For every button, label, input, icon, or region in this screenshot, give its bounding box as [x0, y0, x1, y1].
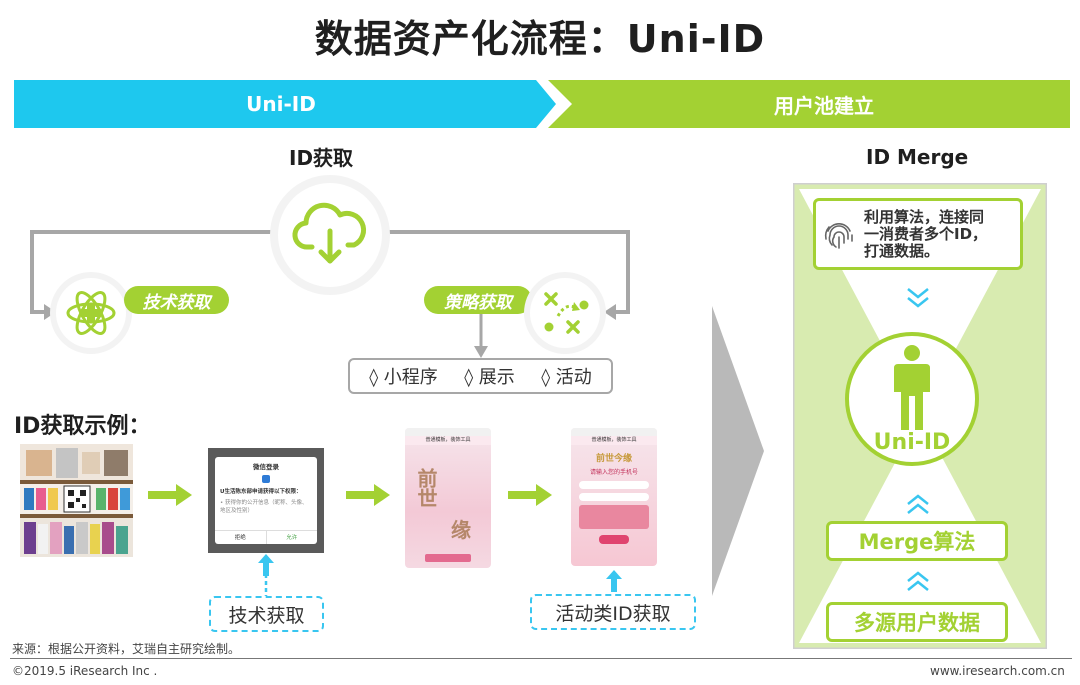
arrow-right-icon [346, 484, 390, 506]
form-field [579, 493, 649, 501]
form-subtitle: 请输入您的手机号 [589, 469, 638, 476]
id-acquire-heading: ID获取 [289, 146, 354, 170]
merge-description: 利用算法，连接同 一消费者多个ID， 打通数据。 [864, 207, 988, 260]
connector-right-arrowhead [604, 304, 616, 320]
dash-connector [264, 574, 268, 600]
app-logo-icon [262, 475, 270, 483]
login-dialog: 微信登录 U生活陈东部申请获得以下权限： • 获得你的公开信息（昵称、头像、地区… [215, 457, 317, 544]
connector-left [30, 230, 272, 314]
source-note: 来源：根据公开资料，艾瑞自主研究绘制。 [12, 642, 241, 656]
campaign-form-screenshot: 普通模板，装饰工具 前世今缘 请输入您的手机号 [571, 428, 657, 566]
footer-divider [10, 658, 1072, 659]
form-title: 前世今缘 [595, 454, 632, 464]
strategy-acquire-circle [524, 272, 606, 354]
campaign-poster-screenshot: 普通模板，装饰工具 前世 缘 [405, 428, 491, 568]
arrow-right-icon [148, 484, 192, 506]
allow-button: 允许 [286, 535, 298, 541]
examples-heading: ID获取示例： [14, 414, 151, 439]
person-icon [894, 345, 930, 430]
login-dialog-actions: 拒绝 允许 [215, 530, 317, 544]
banner-user-pool: 用户池建立 [548, 80, 1070, 128]
arrow-up-icon [606, 570, 622, 592]
phone-status-bar [571, 428, 657, 436]
login-dialog-bullet: • 获得你的公开信息（昵称、头像、地区及性别） [220, 500, 308, 514]
channel-list: ◊ 小程序 ◊ 展示 ◊ 活动 [348, 358, 613, 394]
arrow-up-icon [258, 554, 274, 576]
phone-header: 普通模板，装饰工具 [571, 436, 657, 445]
phone-header: 普通模板，装饰工具 [405, 436, 491, 445]
activity-acquire-tag: 活动类ID获取 [530, 594, 696, 630]
connector-down-arrowhead [474, 346, 488, 358]
chevron-down-double-icon [907, 288, 929, 308]
login-dialog-title: 微信登录 [253, 463, 279, 471]
uni-id-label: Uni-ID [873, 430, 951, 455]
poster-cta-button [425, 554, 471, 562]
big-arrow-right-icon [712, 306, 764, 596]
fingerprint-icon [824, 223, 853, 249]
chevron-up-double-icon [907, 494, 929, 514]
strategy-play-icon [530, 278, 600, 348]
chevron-up-double-icon [907, 571, 929, 591]
merge-description-line: 打通数据。 [864, 241, 940, 260]
uni-id-circle: Uni-ID [845, 332, 979, 466]
merge-description-line: 利用算法，连接同 [864, 207, 985, 226]
tech-acquire-tag: 技术获取 [209, 596, 324, 632]
channel-item: ◊ 展示 [464, 367, 515, 388]
website-link[interactable]: www.iresearch.com.cn [930, 664, 1065, 678]
channel-item: ◊ 小程序 [369, 367, 438, 388]
merge-description-box: 利用算法，连接同 一消费者多个ID， 打通数据。 [813, 198, 1023, 270]
phone-status-bar [405, 428, 491, 436]
tech-acquire-pill: 技术获取 [124, 286, 229, 314]
atom-plus-icon [56, 278, 126, 348]
page-title: 数据资产化流程：Uni-ID [314, 17, 766, 61]
form-field [579, 481, 649, 489]
channel-item: ◊ 活动 [541, 367, 592, 388]
store-shelf-photo [20, 444, 133, 557]
poster-art-text-2: 缘 [451, 518, 471, 542]
copyright: ©2019.5 iResearch Inc . [12, 664, 158, 678]
deny-button: 拒绝 [215, 531, 267, 544]
poster-art-text: 前世 [414, 468, 438, 508]
merge-algorithm-box: Merge算法 [826, 521, 1008, 561]
strategy-acquire-pill: 策略获取 [424, 286, 532, 314]
login-dialog-text: U生活陈东部申请获得以下权限： [220, 489, 302, 495]
multi-source-data-box: 多源用户数据 [826, 602, 1008, 642]
connector-right [386, 230, 630, 314]
banner-uni-id: Uni-ID [14, 80, 562, 128]
form-submit-button [599, 535, 629, 544]
wechat-login-screenshot: 微信登录 U生活陈东部申请获得以下权限： • 获得你的公开信息（昵称、头像、地区… [208, 448, 324, 553]
arrow-right-icon [508, 484, 552, 506]
id-merge-heading: ID Merge [866, 145, 969, 169]
merge-description-line: 一消费者多个ID， [864, 224, 988, 243]
form-panel [579, 505, 649, 529]
cloud-download-icon [278, 183, 382, 287]
cloud-download-circle [270, 175, 390, 295]
tech-acquire-circle [50, 272, 132, 354]
